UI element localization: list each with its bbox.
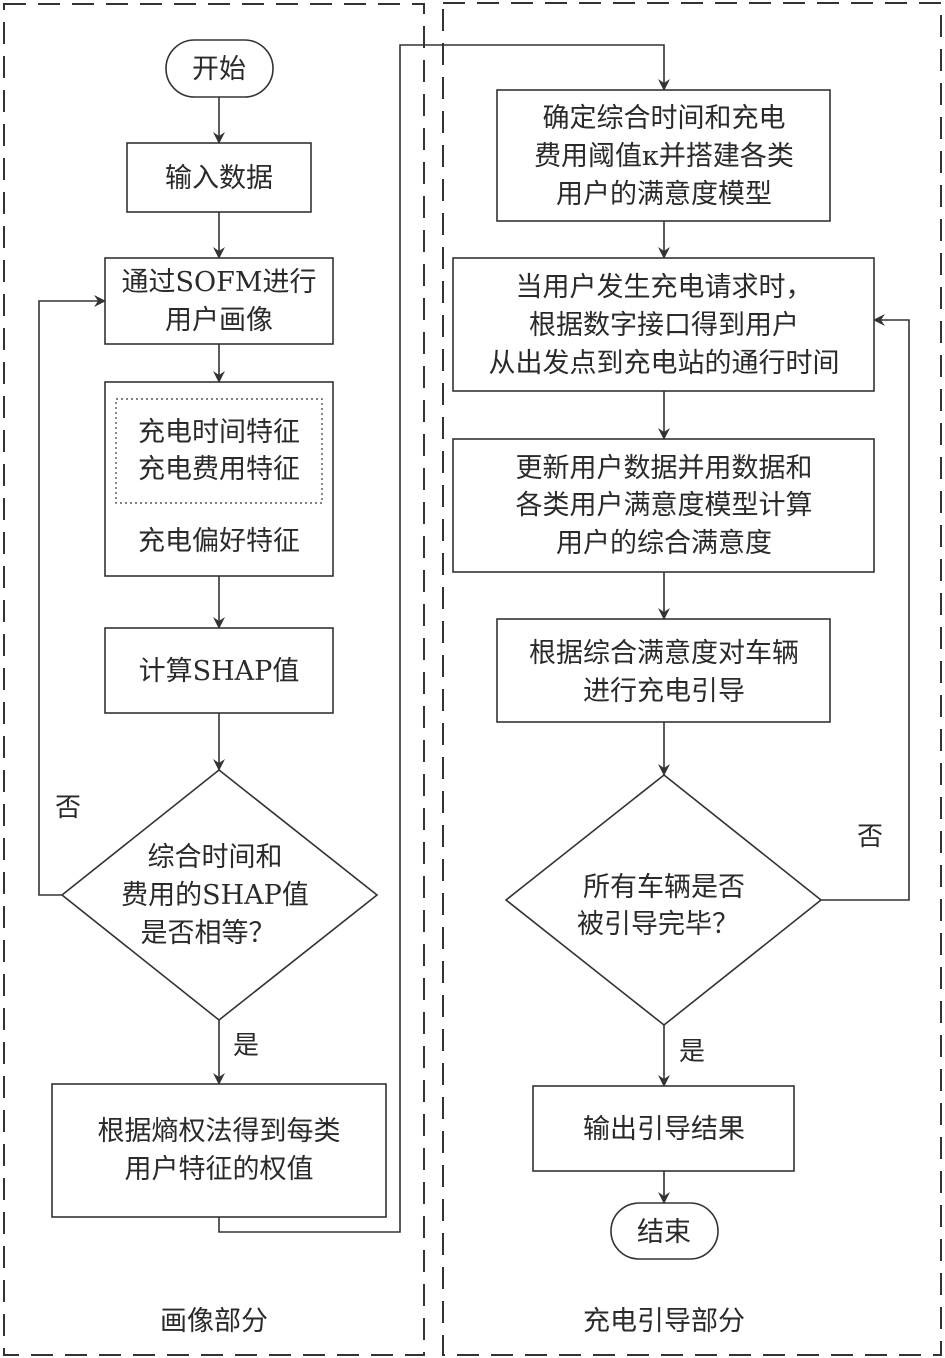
output-result-label: 输出引导结果 <box>583 1114 745 1145</box>
feature-charging-preference: 充电偏好特征 <box>138 526 300 557</box>
end-label: 结束 <box>637 1217 691 1248</box>
request-label-line-3: 从出发点到充电站的通行时间 <box>489 348 840 379</box>
feature-charging-cost: 充电费用特征 <box>138 454 300 485</box>
section-label-portrait: 画像部分 <box>160 1306 268 1337</box>
done-decision-line-2: 被引导完毕？ <box>577 909 739 940</box>
arrow-decision-no-loop-back <box>821 314 910 901</box>
threshold-label-line-2: 费用阈值κ并搭建各类 <box>534 141 794 172</box>
threshold-label-line-3: 用户的满意度模型 <box>556 179 772 210</box>
update-label-line-3: 用户的综合满意度 <box>556 528 772 559</box>
feature-charging-time: 充电时间特征 <box>138 417 300 448</box>
compute-shap-label: 计算SHAP值 <box>139 656 300 687</box>
start-label: 开始 <box>192 54 246 85</box>
entropy-label-line-1: 根据熵权法得到每类 <box>98 1116 341 1147</box>
shap-decision-yes-label: 是 <box>233 1031 259 1061</box>
threshold-label-line-1: 确定综合时间和充电 <box>543 103 786 134</box>
sofm-label-line-2: 用户画像 <box>165 305 273 336</box>
request-label-line-1: 当用户发生充电请求时， <box>516 272 813 303</box>
sofm-label-line-1: 通过SOFM进行 <box>121 267 316 298</box>
shap-decision-line-1: 综合时间和 <box>148 842 283 873</box>
done-decision-yes-label: 是 <box>679 1037 705 1067</box>
update-label-line-2: 各类用户满意度模型计算 <box>516 490 813 521</box>
shap-decision-line-3: 是否相等？ <box>141 918 276 949</box>
input-data-box <box>126 142 312 213</box>
arrow-entropy-to-threshold <box>218 44 670 1233</box>
section-panel-charging-guidance <box>442 2 942 1356</box>
threshold-model-box <box>496 89 831 222</box>
section-label-charging-guidance: 充电引导部分 <box>583 1306 745 1337</box>
arrow-decision-no-loop <box>38 295 106 896</box>
charging-guidance-box <box>496 618 831 723</box>
charging-request-box <box>452 257 875 392</box>
done-decision-no-label: 否 <box>857 822 883 852</box>
section-panel-portrait <box>3 3 425 1356</box>
shap-decision-line-2: 费用的SHAP值 <box>121 880 309 911</box>
input-data-label: 输入数据 <box>165 163 273 194</box>
update-satisfaction-box <box>452 438 875 573</box>
shap-decision-no-label: 否 <box>55 793 81 823</box>
entropy-label-line-2: 用户特征的权值 <box>125 1154 314 1185</box>
output-result-box <box>532 1085 795 1172</box>
done-decision-line-1: 所有车辆是否 <box>583 872 745 903</box>
request-label-line-2: 根据数字接口得到用户 <box>529 310 799 341</box>
guidance-label-line-2: 进行充电引导 <box>583 676 745 707</box>
update-label-line-1: 更新用户数据并用数据和 <box>516 453 813 484</box>
guidance-label-line-1: 根据综合满意度对车辆 <box>529 638 799 669</box>
entropy-weight-box <box>51 1083 387 1218</box>
